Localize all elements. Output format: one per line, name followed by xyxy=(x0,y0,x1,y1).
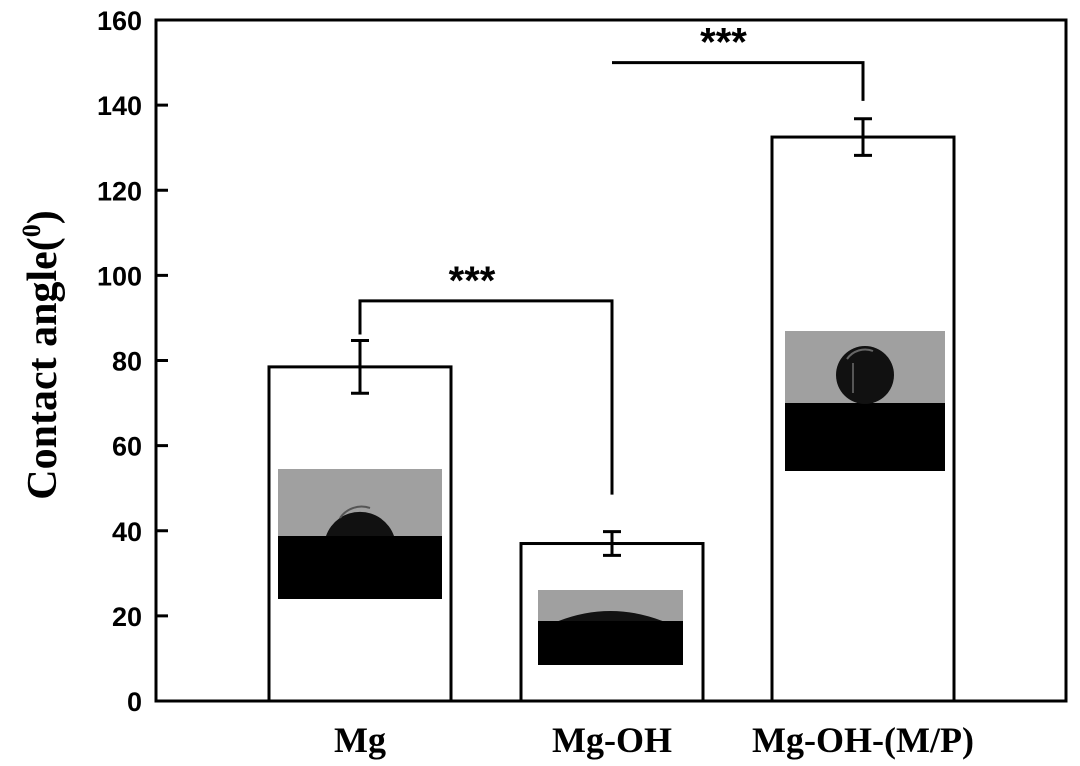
y-tick-label-5: 100 xyxy=(97,261,142,291)
inset-surface-1 xyxy=(538,621,683,665)
x-tick-label-0: Mg xyxy=(334,720,386,760)
y-tick-label-8: 160 xyxy=(97,6,142,36)
significance-label-0: *** xyxy=(449,259,496,303)
x-tick-label-2: Mg-OH-(M/P) xyxy=(752,720,974,760)
droplet-1 xyxy=(558,611,663,621)
y-axis-title-suffix: ) xyxy=(20,210,66,224)
droplet-0 xyxy=(326,511,394,536)
droplet-highlight-0 xyxy=(339,505,371,519)
y-axis-title: Contact angle(0) xyxy=(17,210,66,499)
significance-bracket-0 xyxy=(358,299,614,495)
y-tick-label-4: 80 xyxy=(112,347,142,377)
y-tick-label-3: 60 xyxy=(112,432,142,462)
y-tick-label-7: 140 xyxy=(97,91,142,121)
inset-surface-0 xyxy=(278,536,442,599)
water-droplet-on-mg xyxy=(278,469,442,599)
significance-label-1: *** xyxy=(700,21,747,65)
svg-text:Contact angle(0): Contact angle(0) xyxy=(17,210,66,499)
y-axis-title-text: Contact angle( xyxy=(20,237,66,499)
x-tick-label-1: Mg-OH xyxy=(552,720,672,760)
inset-surface-2 xyxy=(785,403,945,471)
droplet-neck-2 xyxy=(857,397,873,403)
y-tick-label-2: 40 xyxy=(112,517,142,547)
significance-bracket-1 xyxy=(612,61,865,101)
droplet-highlight-2 xyxy=(846,348,874,360)
y-axis-title-superscript: 0 xyxy=(17,224,46,237)
plot-frame xyxy=(154,18,1068,703)
y-tick-label-6: 120 xyxy=(97,176,142,206)
water-droplet-on-mg-oh xyxy=(538,590,683,665)
y-tick-label-1: 20 xyxy=(112,602,142,632)
water-droplet-on-mg-oh-mp xyxy=(785,331,945,471)
droplet-2 xyxy=(836,346,894,404)
y-tick-label-0: 0 xyxy=(127,687,142,717)
